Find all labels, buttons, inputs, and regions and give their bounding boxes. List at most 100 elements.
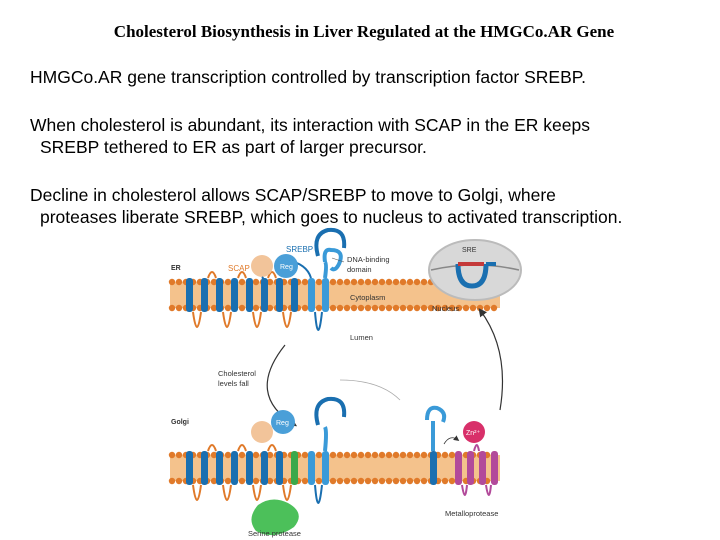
lipid-head: [413, 304, 421, 312]
lipid-head: [406, 477, 414, 485]
lipid-head: [434, 304, 442, 312]
lipid-head: [455, 304, 463, 312]
lipid-head: [224, 477, 232, 485]
lipid-head: [175, 304, 183, 312]
lipid-head: [301, 477, 309, 485]
paragraph-line: proteases liberate SREBP, which goes to …: [40, 207, 623, 227]
lipid-head: [350, 304, 358, 312]
metalloprotease-complex: [425, 405, 498, 496]
cholesterol-label-line1: Cholesterol: [218, 369, 256, 378]
lipid-head: [350, 278, 358, 286]
lipid-head: [441, 451, 449, 459]
lipid-head: [378, 278, 386, 286]
lipid-head: [413, 477, 421, 485]
scap-label: SCAP: [228, 264, 250, 273]
lipid-head: [371, 278, 379, 286]
reg-label-golgi: Reg: [276, 420, 289, 427]
lipid-head: [399, 451, 407, 459]
lipid-head: [448, 451, 456, 459]
lipid-head: [329, 451, 337, 459]
metalloprotease-label: Metalloprotease: [445, 509, 498, 518]
lipid-head: [413, 451, 421, 459]
scap-golgi-ball: [251, 421, 273, 443]
cytoplasm-label: Cytoplasm: [350, 293, 385, 302]
lipid-head: [343, 304, 351, 312]
lipid-head: [238, 304, 246, 312]
lipid-head: [385, 477, 393, 485]
paragraph-srebp-control: HMGCo.AR gene transcription controlled b…: [30, 66, 586, 88]
lipid-head: [364, 278, 372, 286]
lipid-head: [266, 304, 274, 312]
scap-er-helices: [186, 271, 298, 328]
lipid-head: [329, 304, 337, 312]
lipid-head: [406, 304, 414, 312]
lipid-head: [210, 451, 218, 459]
lipid-head: [371, 451, 379, 459]
lipid-head: [336, 477, 344, 485]
lipid-head: [168, 451, 176, 459]
lipid-head: [399, 278, 407, 286]
lipid-head: [448, 477, 456, 485]
lipid-head: [469, 304, 477, 312]
lipid-head: [329, 278, 337, 286]
lipid-head: [420, 477, 428, 485]
lipid-head: [329, 477, 337, 485]
lipid-head: [490, 304, 498, 312]
dna-binding-label-line1: DNA-binding: [347, 255, 390, 264]
lipid-head: [462, 304, 470, 312]
lipid-head: [371, 477, 379, 485]
lipid-head: [301, 278, 309, 286]
lipid-head: [350, 451, 358, 459]
lipid-head: [301, 304, 309, 312]
lipid-head: [420, 304, 428, 312]
lipid-head: [371, 304, 379, 312]
lipid-head: [210, 304, 218, 312]
paragraph-cholesterol-abundant: When cholesterol is abundant, its intera…: [30, 114, 590, 158]
scap-domain-ball: [251, 255, 273, 277]
lipid-head: [441, 304, 449, 312]
lipid-head: [224, 304, 232, 312]
lipid-head: [343, 451, 351, 459]
lipid-head: [378, 477, 386, 485]
nucleus-label: Nucleus: [432, 304, 459, 313]
paragraph-cholesterol-decline: Decline in cholesterol allows SCAP/SREBP…: [30, 184, 622, 228]
lipid-head: [238, 278, 246, 286]
golgi-label: Golgi: [171, 419, 189, 426]
lipid-head: [420, 451, 428, 459]
lipid-head: [315, 451, 323, 459]
paragraph-line: Decline in cholesterol allows SCAP/SREBP…: [30, 185, 556, 205]
zinc-ball: [463, 421, 485, 443]
serine-protease-shape: [251, 499, 299, 536]
lipid-head: [343, 477, 351, 485]
sre-label: SRE: [462, 247, 477, 254]
lipid-head: [336, 304, 344, 312]
lipid-head: [385, 451, 393, 459]
lipid-head: [364, 477, 372, 485]
lipid-head: [350, 477, 358, 485]
lipid-head: [406, 278, 414, 286]
paragraph-line: When cholesterol is abundant, its intera…: [30, 115, 590, 135]
reg-domain-ball: [274, 254, 298, 278]
lipid-head: [357, 477, 365, 485]
lipid-head: [343, 278, 351, 286]
lipid-head: [448, 304, 456, 312]
serine-protease-label: Serine protease: [248, 529, 301, 538]
lipid-head: [406, 451, 414, 459]
lipid-head: [315, 304, 323, 312]
reg-label-er: Reg: [280, 264, 293, 271]
lipid-head: [252, 451, 260, 459]
lipid-head: [357, 278, 365, 286]
lipid-head: [364, 451, 372, 459]
reg-golgi-ball: [271, 410, 295, 434]
lipid-head: [385, 278, 393, 286]
lipid-head: [175, 278, 183, 286]
lipid-head: [392, 304, 400, 312]
lipid-head: [420, 278, 428, 286]
lipid-head: [399, 477, 407, 485]
srebp-label: SREBP: [286, 245, 313, 254]
lipid-head: [427, 304, 435, 312]
paragraph-line: HMGCo.AR gene transcription controlled b…: [30, 67, 587, 87]
lipid-head: [385, 304, 393, 312]
cholesterol-label-line2: levels fall: [218, 379, 249, 388]
zinc-label: Zn²⁺: [466, 430, 481, 437]
